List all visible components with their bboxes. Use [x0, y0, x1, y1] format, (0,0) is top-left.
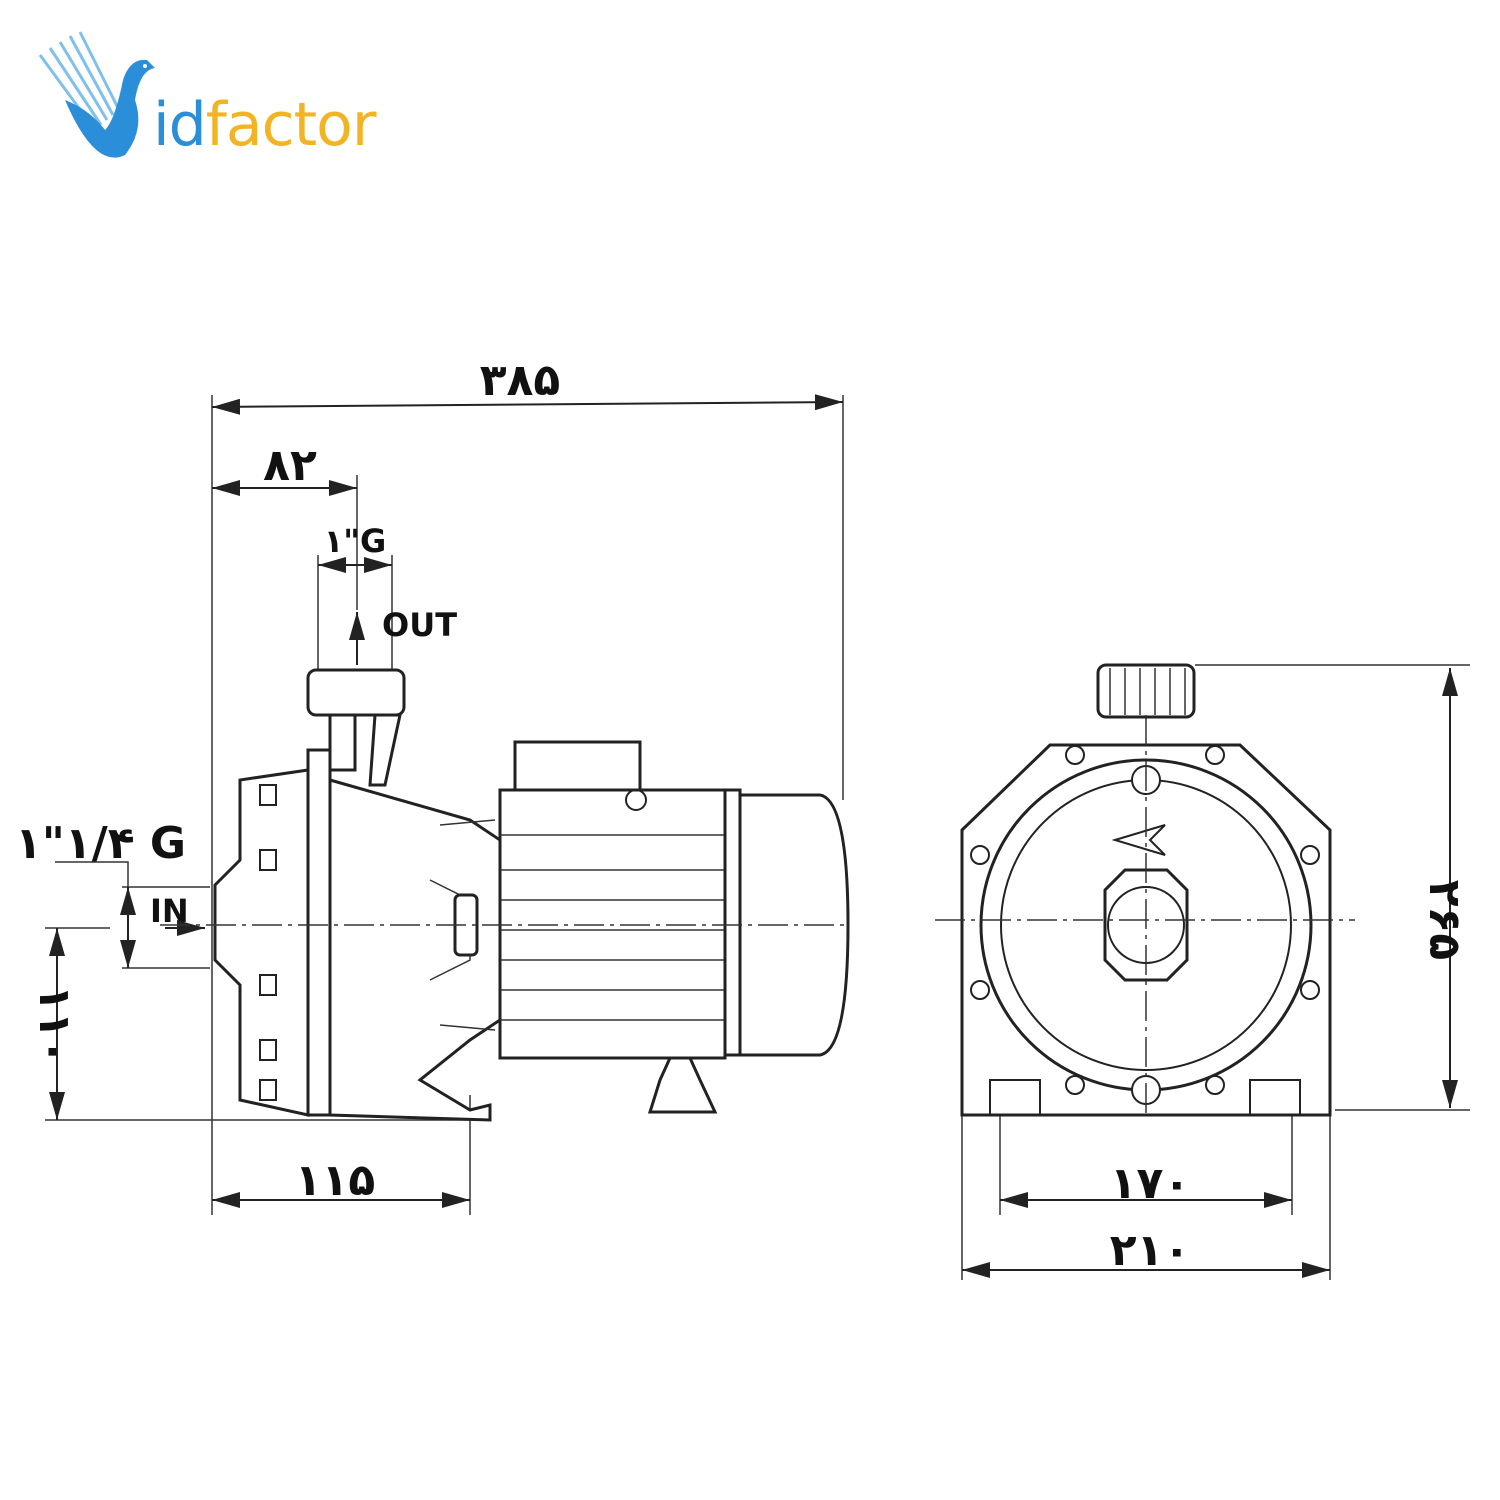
pump-front-outline	[935, 663, 1355, 1117]
label-shaft-height: ۱۱۰	[29, 985, 80, 1066]
label-inner-width: ۱۷۰	[1110, 1158, 1191, 1209]
side-view: ۳۸۵ ۸۲ ۱"G OUT ۱"۱/۴ G IN ۱۱۰ ۱۱۵	[15, 355, 850, 1215]
front-view: ۲۶۵ ۱۷۰ ۲۱۰	[935, 663, 1470, 1280]
label-outlet-size: ۱"G	[324, 522, 386, 560]
label-outer-width: ۲۱۰	[1110, 1225, 1191, 1276]
motor-fins	[500, 834, 725, 1021]
logo-wordmark: idfactor	[153, 90, 377, 160]
label-base-length: ۱۱۵	[295, 1155, 376, 1206]
dim-overall-length	[211, 394, 844, 415]
logo-id: id	[153, 90, 207, 160]
label-out: OUT	[382, 606, 457, 644]
vidfactor-logo: idfactor	[35, 30, 385, 170]
logo-factor: factor	[205, 90, 377, 160]
label-total-height: ۲۶۵	[1419, 880, 1470, 961]
label-overall-length: ۳۸۵	[480, 355, 561, 406]
label-outlet-offset: ۸۲	[263, 440, 317, 491]
label-inlet-size: ۱"۱/۴ G	[15, 818, 186, 869]
rotation-arrow-icon	[1111, 824, 1166, 856]
bird-v-icon	[38, 31, 155, 158]
pump-side-outline	[160, 668, 850, 1122]
